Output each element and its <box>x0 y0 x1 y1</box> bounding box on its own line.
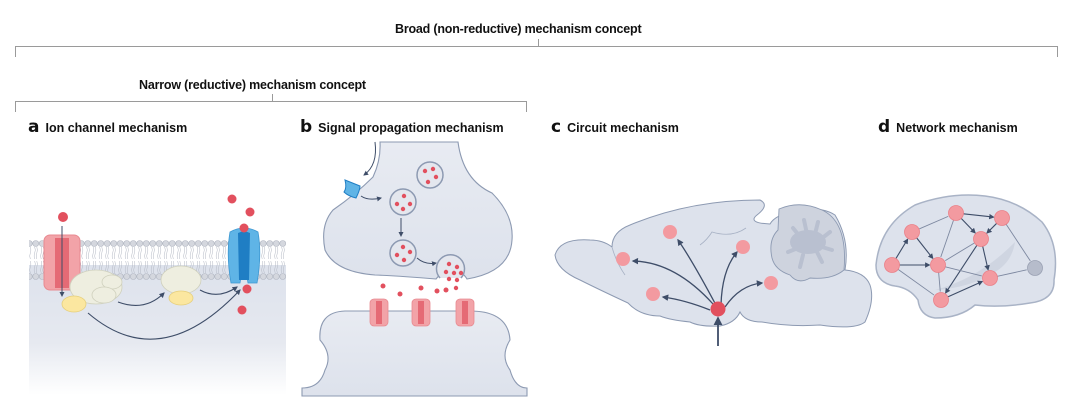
broad-concept-title: Broad (non-reductive) mechanism concept <box>395 22 642 36</box>
synaptic-vesicle <box>389 239 417 267</box>
postsynaptic-receptor <box>455 298 475 327</box>
panel-d-title: Network mechanism <box>896 121 1018 135</box>
postsynaptic-receptor <box>369 298 389 327</box>
panel-a-illustration <box>29 194 286 395</box>
network-node <box>948 205 964 221</box>
blue-ion-channel <box>227 227 261 284</box>
signal-arrow-2 <box>199 286 238 295</box>
signaling-complex-1 <box>61 269 123 313</box>
network-edge <box>997 269 1027 277</box>
panel-a-label: a Ion channel mechanism <box>28 117 187 137</box>
network-node <box>884 257 900 273</box>
network-node <box>933 292 949 308</box>
panel-d-illustration <box>875 194 1057 319</box>
ion-particle <box>237 305 247 315</box>
network-node <box>973 231 989 247</box>
vesicle-arrow-3 <box>416 257 437 267</box>
neurotransmitters <box>380 283 449 297</box>
vesicle-arrow-1 <box>360 195 382 202</box>
network-edge <box>945 244 978 294</box>
network-edge <box>1005 224 1031 262</box>
network-edge <box>945 242 975 261</box>
presynaptic-terminal <box>323 141 513 280</box>
network-edge <box>940 219 954 258</box>
panel-b-illustration <box>301 141 528 397</box>
ion-particle <box>239 223 249 233</box>
panel-b-title: Signal propagation mechanism <box>318 121 504 135</box>
network-edge <box>986 222 998 234</box>
network-edge <box>916 237 934 260</box>
circuit-arrow <box>631 257 714 305</box>
network-edge <box>897 268 935 296</box>
narrow-concept-title: Narrow (reductive) mechanism concept <box>139 78 366 92</box>
ion-particle <box>58 212 68 222</box>
signal-arrow-1 <box>117 292 165 306</box>
network-edge <box>947 280 984 298</box>
network-node <box>904 224 920 240</box>
synaptic-vesicle <box>389 188 417 216</box>
panel-c-label: c Circuit mechanism <box>551 117 679 137</box>
panel-c-illustration <box>554 199 873 346</box>
network-node <box>994 210 1010 226</box>
incoming-signal-arrow <box>363 141 376 176</box>
panel-b-label: b Signal propagation mechanism <box>300 117 504 137</box>
circuit-target-node <box>663 225 677 239</box>
network-node <box>982 270 998 286</box>
postsynaptic-receptor <box>411 298 431 327</box>
network-edges <box>895 213 1031 298</box>
panel-c-letter: c <box>551 117 562 137</box>
network-edge <box>982 246 990 271</box>
signal-arrow-3 <box>87 289 241 340</box>
network-edge <box>945 266 982 277</box>
panel-d-label: d Network mechanism <box>878 117 1018 137</box>
network-edge <box>895 238 909 259</box>
circuit-source-node <box>710 301 726 317</box>
cerebellum <box>770 204 845 282</box>
presynaptic-receptor <box>343 179 361 199</box>
circuit-target-node <box>736 240 750 254</box>
network-node <box>930 257 946 273</box>
network-edge <box>938 272 941 292</box>
fusing-vesicle <box>435 254 466 291</box>
signaling-complex-2 <box>160 265 202 306</box>
broad-bracket <box>15 46 1058 57</box>
brain-shading <box>935 242 1015 290</box>
narrow-bracket <box>15 101 527 112</box>
circuit-target-node <box>646 287 660 301</box>
network-edge <box>960 218 976 234</box>
circuit-arrow <box>724 280 764 308</box>
panel-a-letter: a <box>28 117 40 137</box>
broad-bracket-stem <box>538 39 539 46</box>
network-edge <box>918 215 949 230</box>
circuit-target-node <box>616 252 630 266</box>
circuit-arrow <box>661 294 711 311</box>
human-brain-outline <box>875 194 1057 319</box>
panel-a-title: Ion channel mechanism <box>45 121 188 135</box>
circuit-arrow <box>677 238 718 308</box>
ion-particle <box>245 207 255 217</box>
synaptic-vesicle <box>416 161 444 189</box>
network-nodes <box>884 205 1043 308</box>
network-edge <box>963 213 995 220</box>
narrow-bracket-stem <box>272 94 273 101</box>
ion-particle <box>227 194 237 204</box>
panel-c-title: Circuit mechanism <box>567 121 679 135</box>
panel-b-letter: b <box>300 117 313 137</box>
circuit-arrow <box>720 251 738 306</box>
panel-d-letter: d <box>878 117 891 137</box>
brain-fold <box>699 227 747 246</box>
network-node-inactive <box>1027 260 1043 276</box>
ion-particle <box>242 284 252 294</box>
circuit-target-node <box>764 276 778 290</box>
